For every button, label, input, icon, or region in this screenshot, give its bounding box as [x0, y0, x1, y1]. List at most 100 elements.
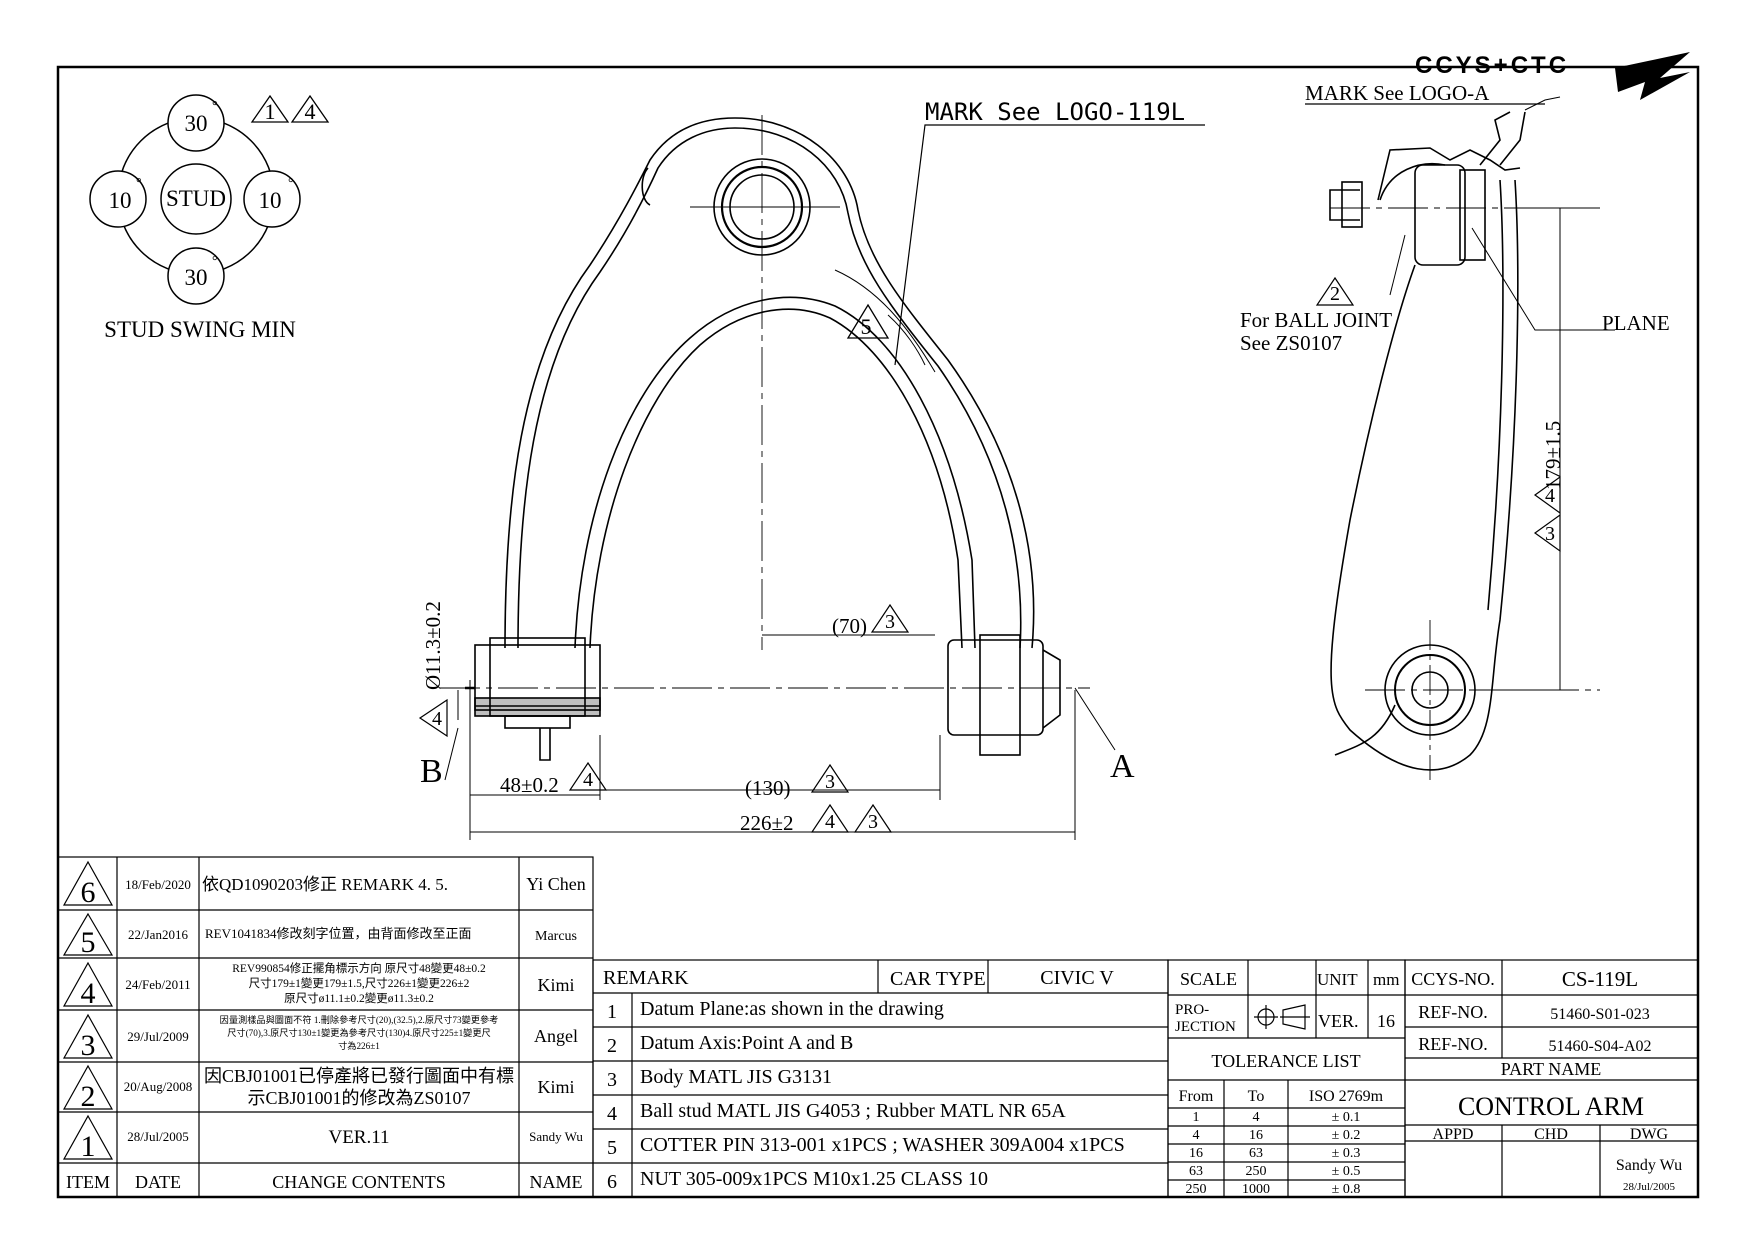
svg-text:3: 3 [1545, 523, 1555, 545]
dimension-flags: 3 4 3 4 3 4 [418, 603, 910, 833]
rev-content: 因CBJ01001已停產將已發行圖面中有標 [204, 1066, 514, 1086]
svg-text:CHANGE CONTENTS: CHANGE CONTENTS [272, 1172, 446, 1192]
svg-text:5: 5 [861, 314, 872, 339]
stud-swing-diagram [89, 94, 301, 305]
svg-text:4: 4 [1253, 1110, 1260, 1125]
rev-content: 尺寸179±1變更179±1.5,尺寸226±1變更226±2 [249, 976, 470, 990]
dim-130: (130) [745, 776, 791, 800]
rev-item: 5 [81, 926, 96, 959]
title-block-texts: CCYS-NO. CS-119L REF-NO. 51460-S01-023 R… [1411, 967, 1682, 1193]
svg-text:Datum Plane:as shown in the dr: Datum Plane:as shown in the drawing [640, 998, 944, 1020]
stud-left-circle [89, 170, 147, 228]
svg-text:63: 63 [1189, 1164, 1203, 1179]
ref-no-value-1: 51460-S01-023 [1550, 1006, 1650, 1023]
degree-bottom: ° [212, 254, 218, 269]
part-name-value: CONTROL ARM [1458, 1092, 1644, 1121]
svg-text:± 0.8: ± 0.8 [1332, 1182, 1361, 1197]
rev-content: REV990854修正擺角標示方向 原尺寸48變更48±0.2 [232, 961, 486, 975]
rev-content: 依QD1090203修正 REMARK 4. 5. [202, 875, 448, 894]
projection-icon [1254, 1004, 1310, 1030]
ccys-no-label: CCYS-NO. [1411, 969, 1495, 989]
revision-row: 4 24/Feb/2011 REV990854修正擺角標示方向 原尺寸48變更4… [62, 961, 575, 1010]
revision-row: 2 20/Aug/2008 因CBJ01001已停產將已發行圖面中有標 示CBJ… [62, 1064, 575, 1113]
flag-5-arm: 5 [846, 303, 890, 339]
svg-text:63: 63 [1249, 1146, 1263, 1161]
unit-label: UNIT [1317, 970, 1358, 989]
svg-text:Datum Axis:Point A and B: Datum Axis:Point A and B [640, 1032, 853, 1054]
svg-text:4: 4 [305, 99, 316, 124]
rev-content: 示CBJ01001的修改為ZS0107 [247, 1088, 470, 1108]
svg-text:4: 4 [825, 811, 835, 833]
remark-item: 1 Datum Plane:as shown in the drawing [607, 998, 944, 1023]
svg-text:4: 4 [1193, 1128, 1200, 1143]
scale-label: SCALE [1180, 969, 1237, 989]
revision-rows: 6 18/Feb/2020 依QD1090203修正 REMARK 4. 5. … [62, 860, 586, 1192]
revision-header: ITEM DATE CHANGE CONTENTS NAME [66, 1172, 583, 1192]
dwg-name: Sandy Wu [1616, 1157, 1682, 1174]
svg-text:6: 6 [607, 1171, 617, 1193]
dim-70: (70) [832, 614, 867, 638]
unit-value: mm [1373, 970, 1399, 989]
title-block [1404, 959, 1699, 1198]
plane-text: PLANE [1602, 311, 1670, 335]
rev-date: 22/Jan2016 [128, 927, 188, 942]
revision-table [57, 856, 594, 1198]
part-name-label: PART NAME [1501, 1059, 1601, 1079]
svg-text:250: 250 [1246, 1164, 1267, 1179]
tolerance-title: TOLERANCE LIST [1211, 1051, 1360, 1071]
rev-name: Yi Chen [526, 874, 586, 894]
side-view-texts: MARK See LOGO-A For BALL JOINT See ZS010… [1240, 81, 1670, 490]
stud-bottom-circle [167, 247, 225, 305]
revision-row: 6 18/Feb/2020 依QD1090203修正 REMARK 4. 5. … [62, 860, 586, 909]
svg-text:ISO 2769m: ISO 2769m [1309, 1088, 1384, 1105]
svg-text:3: 3 [825, 771, 835, 793]
scale-texts: SCALE UNIT mm PRO- JECTION VER. 16 TOLER… [1175, 969, 1399, 1105]
svg-text:± 0.2: ± 0.2 [1332, 1128, 1361, 1143]
brand-logo: CCYS+CTC [1415, 52, 1690, 100]
dim-179: 179±1.5 [1541, 421, 1565, 490]
svg-text:250: 250 [1186, 1182, 1207, 1197]
rev-name: Kimi [537, 1077, 574, 1097]
stud-right-circle [243, 170, 301, 228]
revision-row: 1 28/Jul/2005 VER.11 Sandy Wu [62, 1114, 583, 1163]
ccys-no-value: CS-119L [1562, 967, 1638, 991]
svg-text:3: 3 [607, 1069, 617, 1091]
svg-text:± 0.5: ± 0.5 [1332, 1164, 1361, 1179]
rev-name: Angel [534, 1026, 578, 1046]
point-b-label: B [420, 753, 443, 790]
svg-text:4: 4 [607, 1103, 617, 1125]
ball-joint-text-2: See ZS0107 [1240, 331, 1342, 355]
svg-text:± 0.1: ± 0.1 [1332, 1110, 1361, 1125]
svg-text:To: To [1248, 1088, 1265, 1105]
rev-name: Sandy Wu [529, 1129, 583, 1144]
car-type-label: CAR TYPE [890, 968, 986, 990]
rev-name: Kimi [537, 975, 574, 995]
dim-48: 48±0.2 [500, 773, 559, 797]
rev-name: Marcus [535, 929, 577, 944]
rev-date: 24/Feb/2011 [125, 977, 190, 992]
svg-text:1: 1 [1193, 1110, 1200, 1125]
point-labels: A B [420, 748, 1135, 790]
tolerance-row: 1 4 ± 0.1 [1193, 1110, 1361, 1125]
dimension-texts: (70) 48±0.2 (130) 226±2 Ø11.3±0.2 [421, 601, 867, 835]
rev-content: VER.11 [328, 1127, 389, 1148]
rev-date: 18/Feb/2020 [125, 877, 191, 892]
side-view-dimensions [1389, 96, 1615, 691]
stud-left-value: 10 [109, 188, 132, 213]
ref-no-value-2: 51460-S04-A02 [1548, 1038, 1651, 1055]
dwg-label: DWG [1630, 1126, 1669, 1143]
svg-text:1: 1 [607, 1001, 617, 1023]
svg-text:4: 4 [432, 708, 442, 730]
dwg-date: 28/Jul/2005 [1623, 1181, 1675, 1193]
svg-text:4: 4 [583, 769, 593, 791]
svg-text:1: 1 [265, 99, 276, 124]
svg-text:5: 5 [607, 1137, 617, 1159]
svg-text:3: 3 [885, 611, 895, 633]
